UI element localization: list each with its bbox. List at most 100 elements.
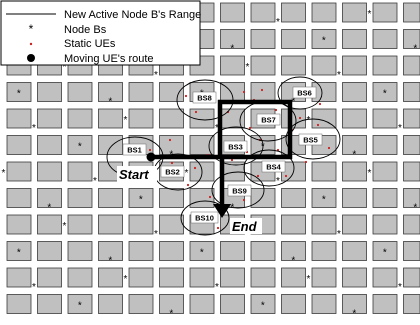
bs10-label: BS10 [195, 214, 214, 223]
bs2-label-group: BS2 [161, 166, 184, 177]
city-block [38, 215, 62, 234]
city-block [129, 268, 153, 287]
bs8-label-group: BS8 [193, 92, 216, 103]
bs9-label-group: BS9 [228, 185, 251, 196]
static-ue-dot [243, 91, 245, 93]
city-block [282, 295, 306, 314]
static-ue-dot [194, 167, 196, 169]
bs5-label-group: BS5 [299, 134, 322, 145]
city-block [68, 83, 92, 102]
city-block [251, 189, 275, 208]
city-block [373, 56, 397, 75]
city-block [343, 30, 367, 49]
static-ue-dot [285, 175, 287, 177]
city-block [129, 295, 153, 314]
city-block [404, 189, 420, 208]
city-block [68, 215, 92, 234]
node-b-icon: * [337, 229, 341, 240]
city-block [251, 268, 275, 287]
node-b-icon: * [93, 176, 97, 187]
bs7-label: BS7 [261, 116, 276, 125]
city-block [160, 242, 184, 261]
bs9-label: BS9 [232, 187, 247, 196]
node-b-icon: * [413, 203, 417, 214]
legend-nodeb-label: Node Bs [64, 24, 107, 36]
city-block [7, 189, 31, 208]
city-block [38, 242, 62, 261]
city-block [7, 109, 31, 128]
node-b-icon: * [200, 248, 204, 259]
node-b-icon: * [368, 168, 372, 179]
node-b-icon: * [124, 115, 128, 126]
bs7-label-group: BS7 [257, 114, 280, 125]
city-block [221, 295, 245, 314]
city-block [68, 162, 92, 181]
legend-ue-swatch [30, 43, 32, 45]
city-block [68, 268, 92, 287]
city-block [404, 215, 420, 234]
node-b-icon: * [17, 89, 21, 100]
end-label-group: End [230, 218, 262, 234]
city-block [373, 162, 397, 181]
city-block [343, 56, 367, 75]
bs4-label: BS4 [266, 163, 281, 172]
node-b-icon: * [169, 309, 173, 320]
city-block [99, 268, 123, 287]
city-block [404, 30, 420, 49]
city-block [312, 162, 336, 181]
city-block [99, 215, 123, 234]
city-block [404, 109, 420, 128]
node-b-icon: * [413, 44, 417, 55]
node-b-icon: * [17, 248, 21, 259]
legend-ue-label: Static UEs [64, 38, 116, 50]
city-block [7, 136, 31, 155]
node-b-icon: * [322, 195, 326, 206]
city-block [68, 189, 92, 208]
city-block [251, 242, 275, 261]
city-block [404, 242, 420, 261]
static-ue-dot [195, 111, 197, 113]
node-b-icon: * [78, 301, 82, 312]
city-block [373, 295, 397, 314]
node-b-icon: * [261, 301, 265, 312]
node-b-icon: * [2, 168, 6, 179]
node-b-icon: * [32, 282, 36, 293]
static-ue-dot [171, 162, 173, 164]
city-block [129, 215, 153, 234]
legend-range-label: New Active Node B's Range [64, 9, 201, 21]
city-block [99, 295, 123, 314]
node-b-icon: * [230, 44, 234, 55]
city-block [251, 30, 275, 49]
static-ue-dot [299, 117, 301, 119]
city-block [129, 109, 153, 128]
city-block [38, 268, 62, 287]
bs1-label: BS1 [127, 146, 142, 155]
static-ue-dot [187, 184, 189, 186]
node-b-icon: * [139, 195, 143, 206]
city-block [282, 56, 306, 75]
city-block [190, 295, 214, 314]
city-block [282, 3, 306, 22]
city-block [282, 268, 306, 287]
node-b-icon: * [154, 70, 158, 81]
city-block [343, 189, 367, 208]
city-block [99, 109, 123, 128]
city-block [251, 83, 275, 102]
city-block [160, 189, 184, 208]
node-b-icon: * [352, 150, 356, 161]
city-block [7, 268, 31, 287]
static-ue-dot [217, 227, 219, 229]
city-block [312, 56, 336, 75]
city-block [404, 162, 420, 181]
city-block [221, 268, 245, 287]
city-block [373, 189, 397, 208]
city-block [404, 268, 420, 287]
bs2-label: BS2 [165, 168, 180, 177]
city-block [373, 268, 397, 287]
static-ue-dot [317, 124, 319, 126]
static-ue-dot [169, 139, 171, 141]
static-ue-dot [275, 109, 277, 111]
city-block [343, 109, 367, 128]
node-b-icon: * [276, 17, 280, 28]
